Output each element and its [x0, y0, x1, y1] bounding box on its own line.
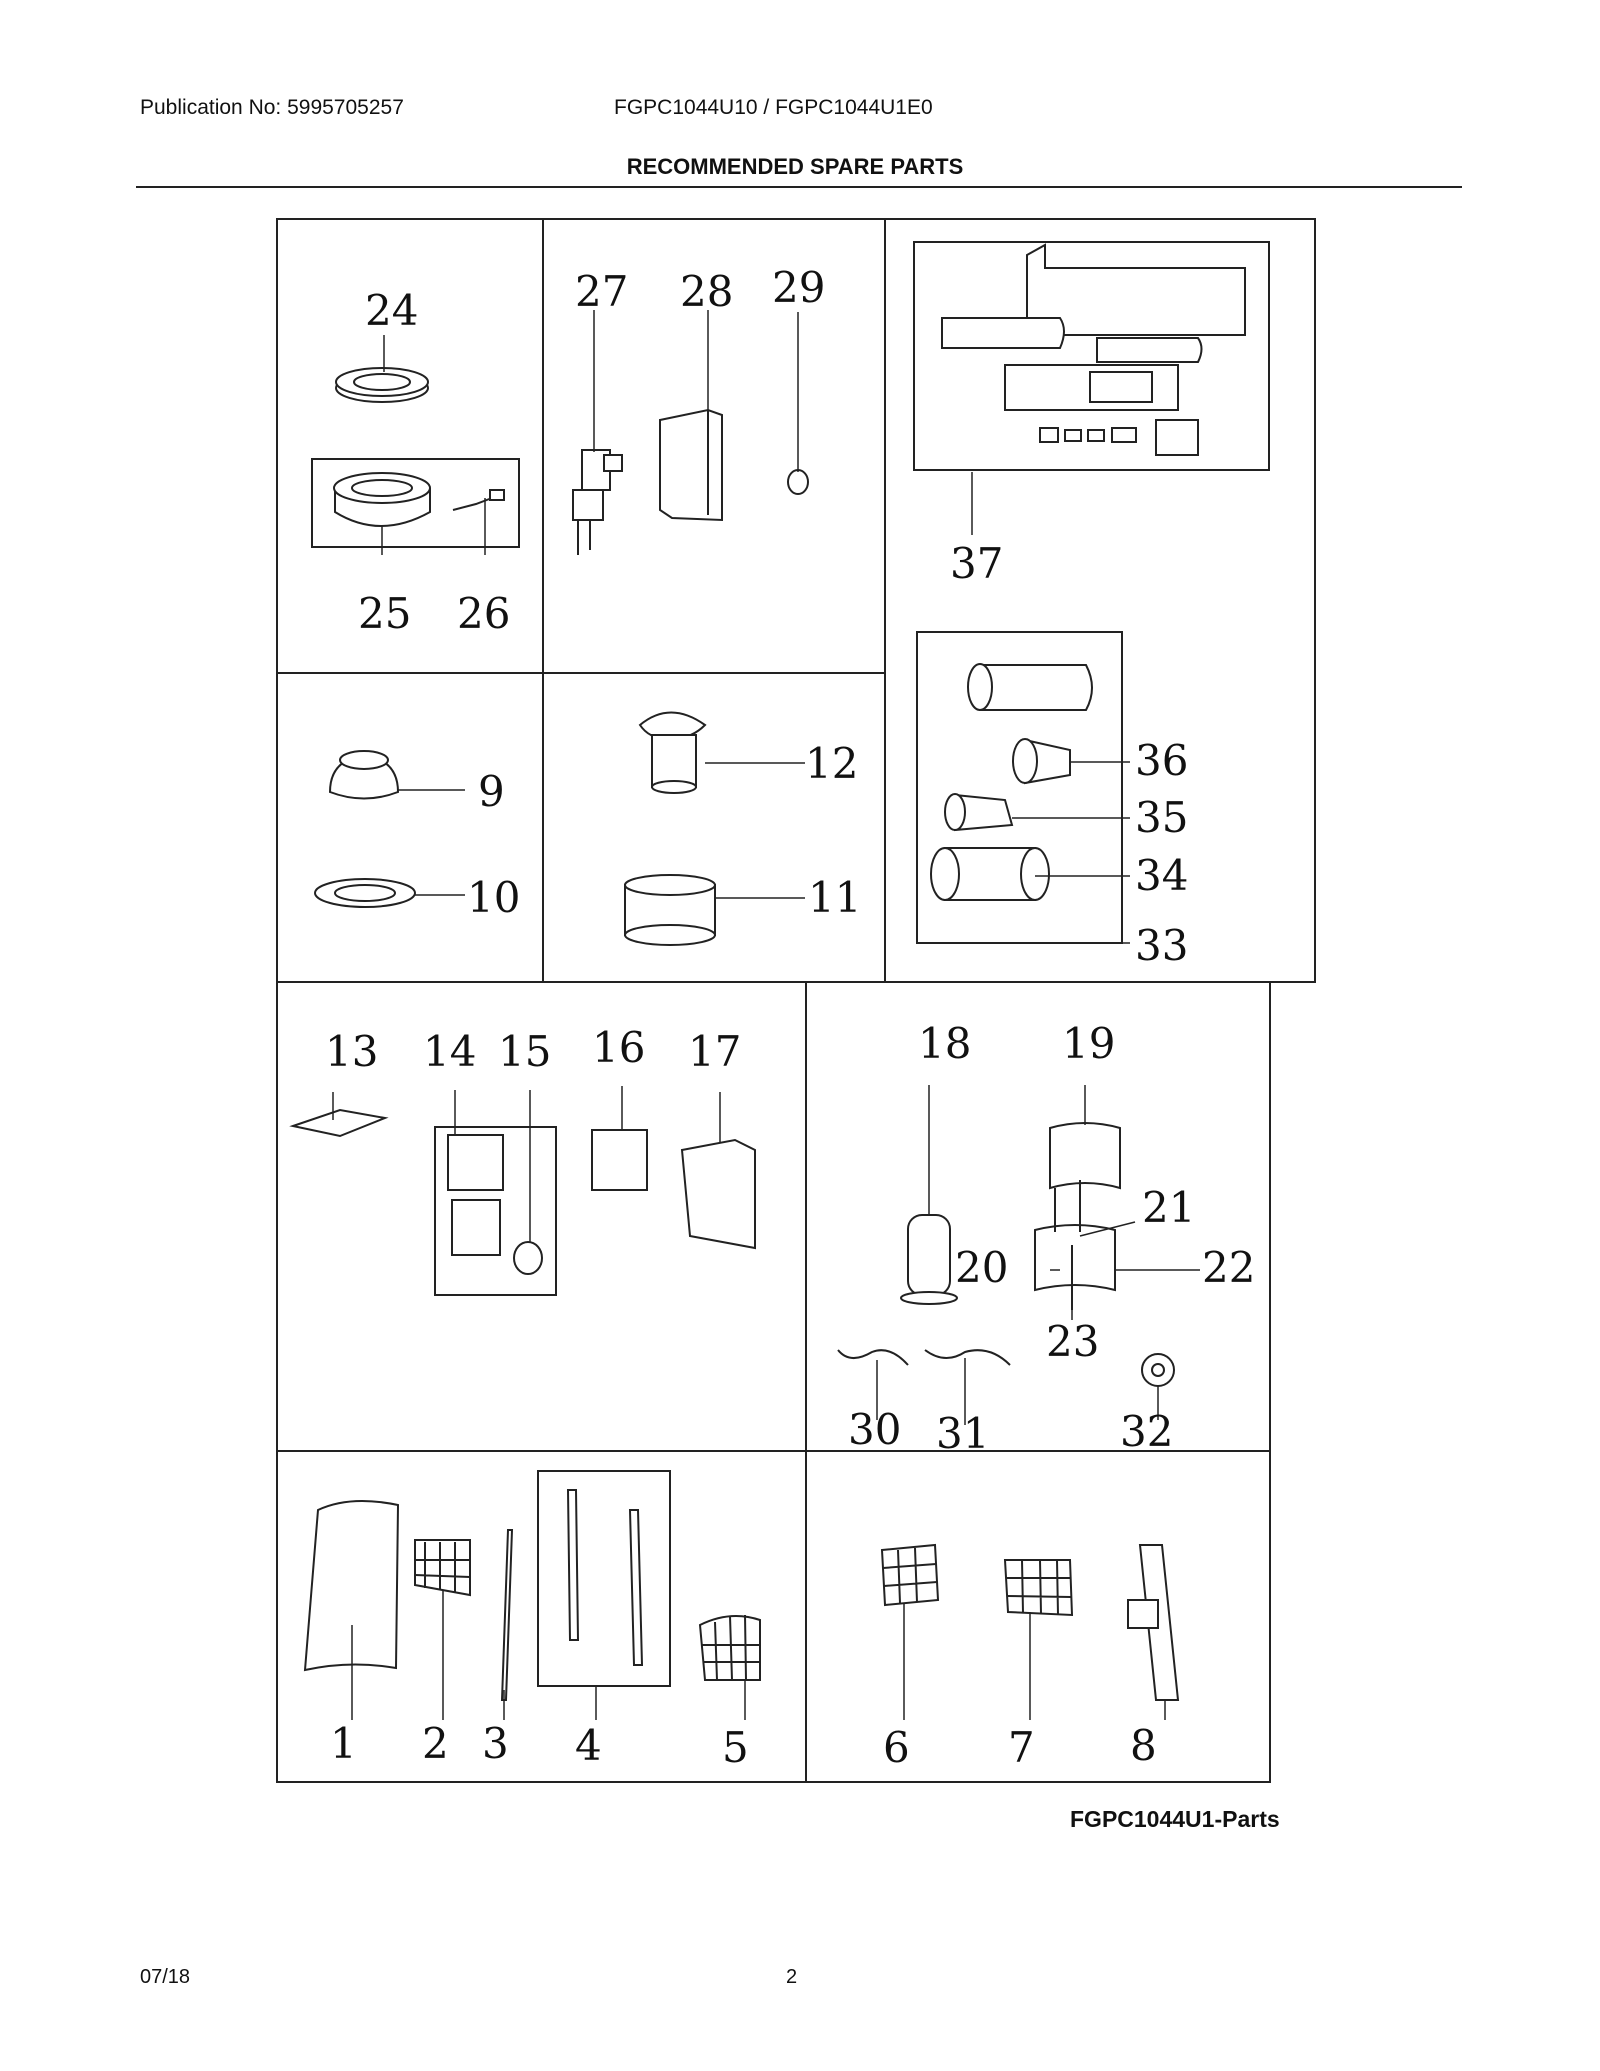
part-label-14: 14: [423, 1027, 476, 1076]
part-31-wire: [924, 1349, 1011, 1366]
part-label-37: 37: [950, 539, 1003, 588]
publication-number: Publication No: 5995705257: [140, 96, 404, 119]
part-label-28: 28: [680, 267, 733, 316]
part-label-33: 33: [1135, 921, 1188, 970]
part-label-20: 20: [955, 1243, 1008, 1292]
part-label-16: 16: [592, 1023, 645, 1072]
part-label-29: 29: [772, 263, 825, 312]
part-label-26: 26: [457, 589, 510, 638]
part-label-34: 34: [1135, 851, 1188, 900]
group-box-37: [913, 241, 1270, 471]
part-label-6: 6: [883, 1723, 910, 1772]
part-25-housing: [333, 472, 431, 527]
part-5-filter: [698, 1614, 761, 1681]
part-26-sensor-wire: [452, 489, 505, 511]
part-label-13: 13: [325, 1027, 378, 1076]
group-box-33-36: [916, 631, 1123, 944]
diagram-reference: FGPC1044U1-Parts: [1070, 1806, 1280, 1832]
part-15-capacitor: [513, 1241, 543, 1275]
part-label-10: 10: [467, 873, 520, 922]
part-label-21: 21: [1142, 1183, 1195, 1232]
part-7-filter: [1003, 1559, 1074, 1617]
part-3-rail: [500, 1529, 514, 1701]
part-34-hose: [930, 847, 1050, 901]
part-label-22: 22: [1202, 1243, 1255, 1292]
part-label-4: 4: [575, 1721, 602, 1770]
part-label-8: 8: [1130, 1721, 1157, 1770]
part-19-evaporator: [1049, 1122, 1121, 1190]
page-title: RECOMMENDED SPARE PARTS: [626, 154, 964, 179]
part-label-32: 32: [1120, 1407, 1173, 1456]
part-label-1: 1: [330, 1719, 357, 1768]
part-label-9: 9: [478, 767, 505, 816]
part-labels: 24 25 26 27 28 29 37 9 10 12 11 36 35 34…: [325, 263, 1255, 1772]
panel-grid: [276, 218, 1316, 1783]
part-label-30: 30: [848, 1405, 901, 1454]
part-12-fan-motor: [638, 711, 707, 794]
part-label-7: 7: [1008, 1723, 1035, 1772]
part-29-knob: [787, 469, 809, 495]
part-label-17: 17: [688, 1027, 741, 1076]
group-box-14-15: [434, 1126, 557, 1296]
part-label-5: 5: [722, 1723, 749, 1772]
part-label-31: 31: [936, 1409, 989, 1458]
part-33-exhaust-tube: [967, 663, 1093, 711]
model-numbers: FGPC1044U10 / FGPC1044U1E0: [614, 96, 933, 119]
leader-lines: [332, 310, 1200, 1720]
part-30-wire: [837, 1349, 909, 1366]
part-2-filter: [414, 1539, 471, 1597]
part-18-compressor: [900, 1214, 958, 1305]
part-label-11: 11: [808, 873, 861, 922]
part-6-filter: [880, 1543, 940, 1607]
part-10-gasket: [314, 878, 416, 908]
part-22-condenser: [1034, 1224, 1116, 1292]
part-label-25: 25: [358, 589, 411, 638]
part-label-27: 27: [575, 267, 628, 316]
part-label-18: 18: [918, 1019, 971, 1068]
group-box-25-26: [311, 458, 520, 548]
part-14-control-box: [447, 1134, 504, 1256]
part-36-adapter: [1012, 738, 1071, 785]
part-32-grommet: [1141, 1353, 1175, 1387]
part-label-24: 24: [365, 286, 418, 335]
part-24-ring: [335, 367, 429, 403]
part-label-35: 35: [1135, 793, 1188, 842]
publication-date: 07/18: [140, 1966, 191, 1988]
part-16-electric-box: [591, 1129, 648, 1191]
part-label-15: 15: [498, 1027, 551, 1076]
part-label-19: 19: [1062, 1019, 1115, 1068]
part-20-21-23-tubing: [1054, 1180, 1081, 1310]
part-9-cap: [328, 750, 400, 800]
part-11-motor-drum: [624, 874, 716, 946]
part-13-control-board: [289, 1108, 389, 1138]
part-17-cover-bracket: [680, 1138, 756, 1250]
part-28-bracket: [659, 408, 723, 522]
page-number: 2: [786, 1966, 798, 1988]
part-label-2: 2: [422, 1719, 449, 1768]
part-8-bracket: [1127, 1544, 1180, 1701]
part-35-nozzle: [944, 793, 1014, 832]
group-box-4: [537, 1470, 671, 1687]
part-37-panel-set: [941, 243, 1246, 456]
part-label-36: 36: [1135, 736, 1188, 785]
part-4-slides: [566, 1489, 644, 1666]
part-1-front-panel: [303, 1500, 400, 1672]
part-label-12: 12: [805, 739, 858, 788]
header-rule: [136, 186, 1462, 188]
part-label-23: 23: [1046, 1317, 1099, 1366]
part-label-3: 3: [482, 1719, 509, 1768]
part-27-valve: [572, 449, 623, 555]
